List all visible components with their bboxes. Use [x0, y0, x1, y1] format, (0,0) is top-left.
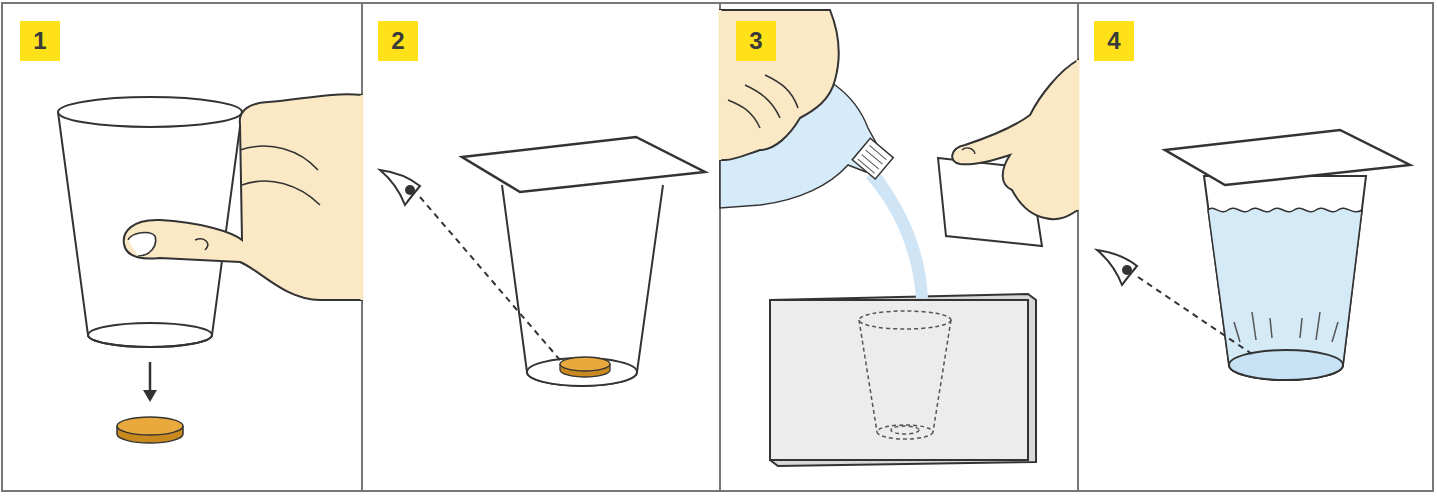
step-number-box: 3 [736, 21, 776, 61]
step-number-box: 1 [20, 21, 60, 61]
step-number: 2 [391, 29, 404, 53]
step-number: 3 [749, 29, 762, 53]
step-number: 1 [33, 29, 46, 53]
step-number: 4 [1107, 29, 1120, 53]
step-number-box: 2 [378, 21, 418, 61]
step-number-box: 4 [1094, 21, 1134, 61]
